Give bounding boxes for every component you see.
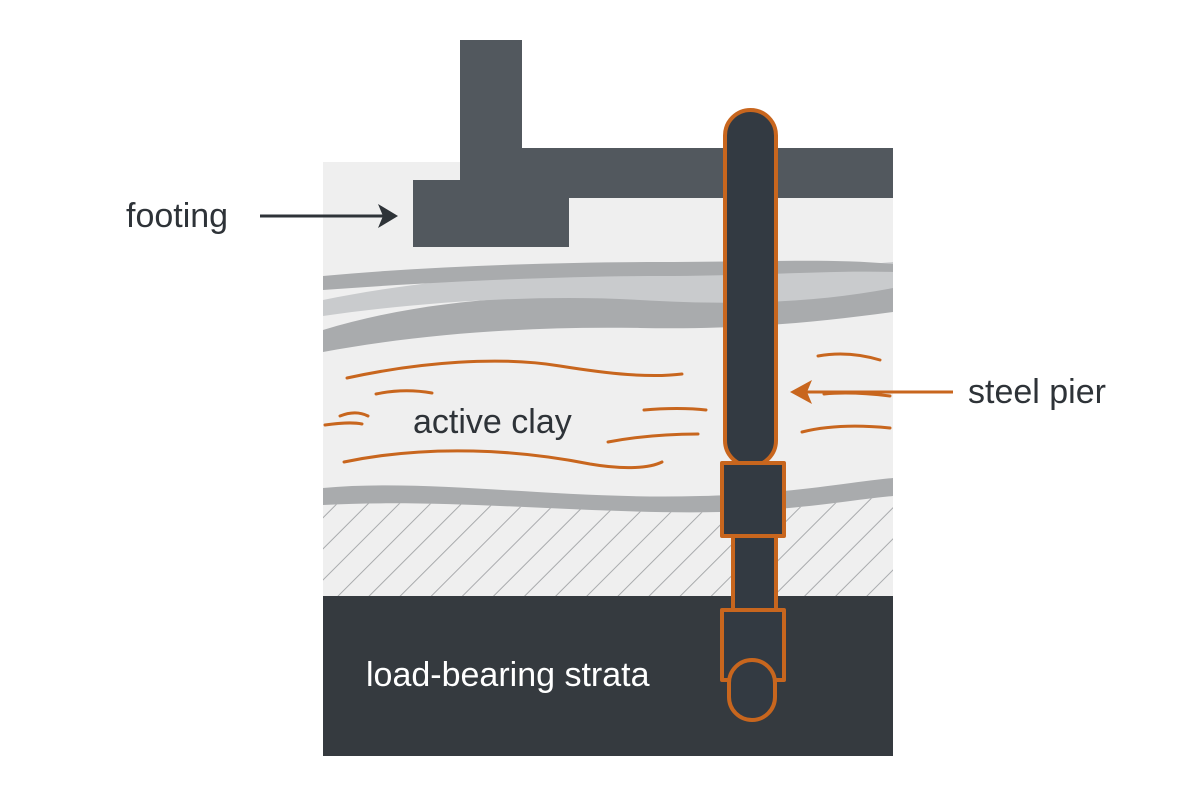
footing-structure [413, 40, 893, 247]
active-clay-label: active clay [413, 403, 572, 441]
pier-coupling-upper [720, 461, 786, 538]
load-bearing-strata [323, 596, 893, 756]
strata-label: load-bearing strata [366, 656, 650, 694]
pier-tip [727, 658, 777, 722]
footing-block [413, 180, 569, 247]
steel-pier-label: steel pier [968, 373, 1106, 411]
hatched-layer [323, 496, 893, 596]
pier-shaft-upper [723, 108, 778, 468]
arrow-left-icon [790, 380, 953, 404]
footing-label: footing [126, 197, 229, 235]
steel-pier [720, 108, 786, 722]
arrow-right-icon [260, 204, 398, 228]
pier-shaft-middle [731, 534, 778, 614]
